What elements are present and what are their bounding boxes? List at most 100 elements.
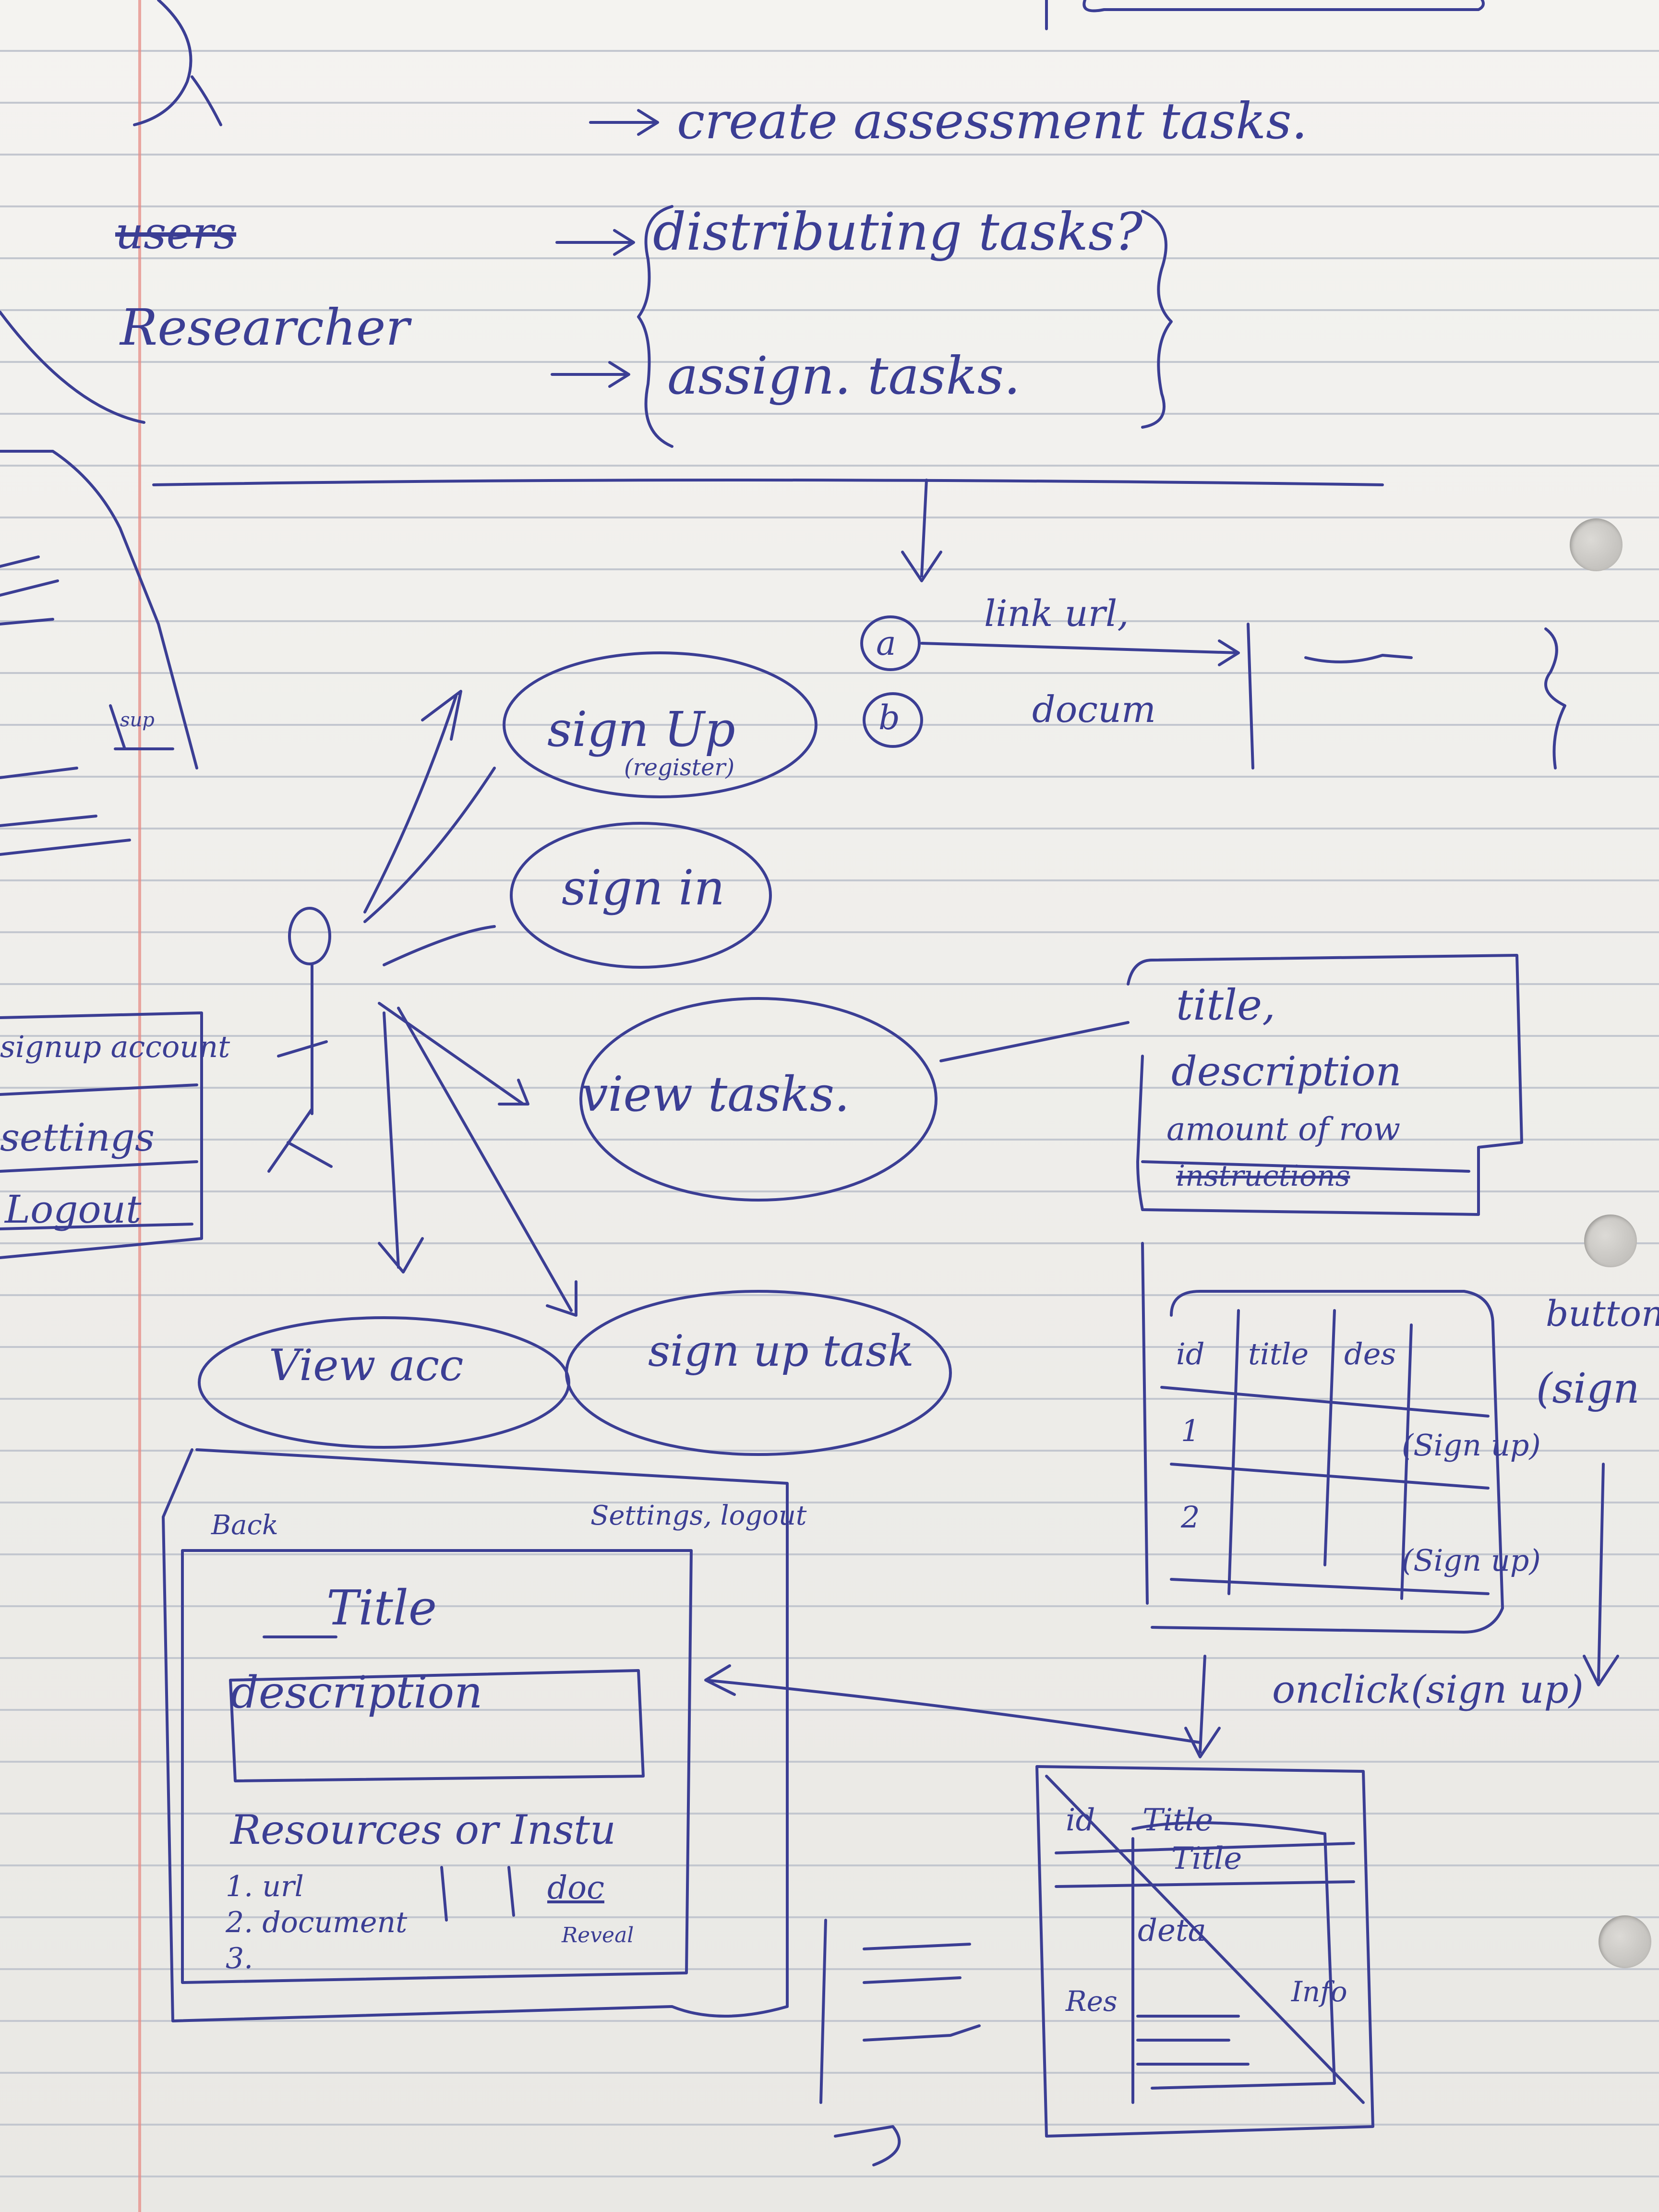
- detail-aside-doc[interactable]: doc: [547, 1869, 604, 1906]
- assoc-signup: [363, 690, 462, 914]
- usecase-signuptask-ellipse: [565, 1290, 952, 1456]
- task-table-cols: [1227, 1309, 1413, 1600]
- detail-resource-three: 3.: [226, 1942, 253, 1975]
- usecase-signup-sub: (register): [624, 754, 735, 781]
- assoc-signuptask: [397, 1007, 577, 1317]
- left-curve: [0, 311, 145, 424]
- option-a-circle: [860, 615, 921, 671]
- usecase-viewacc-label: View acc: [269, 1340, 464, 1391]
- table-side-note2: (sign: [1536, 1365, 1640, 1413]
- users-struck-label: users: [115, 207, 237, 259]
- task-distribute-label: distributing tasks?: [653, 202, 1143, 262]
- usecase-signup-label: sign Up: [547, 701, 735, 757]
- table-left-line: [1141, 1242, 1149, 1605]
- mini-page-lines: [1055, 1842, 1355, 1888]
- actor-head: [288, 907, 331, 965]
- left-brace: [637, 205, 673, 448]
- option-b-circle: [863, 692, 923, 748]
- punch-hole: [1599, 1915, 1651, 1968]
- actor-arms: [277, 1040, 328, 1058]
- mini-page-outer: [1035, 1765, 1374, 2138]
- top-box: [1082, 0, 1485, 12]
- left-screen-lines: [0, 555, 131, 856]
- mini-page-id: id: [1066, 1803, 1095, 1838]
- down-arrow: [901, 479, 942, 582]
- side-stack: [819, 1919, 981, 2104]
- detail-top-right-menu[interactable]: Settings, logout: [590, 1500, 807, 1531]
- detail-back-link[interactable]: Back: [211, 1510, 278, 1541]
- task-card-divider: [1141, 1160, 1470, 1173]
- option-brace: [1544, 627, 1566, 769]
- usecase-viewtasks-ellipse: [579, 997, 938, 1202]
- task-card-title: title,: [1176, 980, 1276, 1030]
- task-card-instructions: instructions: [1176, 1159, 1350, 1193]
- task-card-amount: amount of row: [1166, 1111, 1401, 1148]
- usecase-signup-ellipse: [503, 651, 817, 798]
- option-b-text: docum: [1032, 688, 1156, 731]
- option-a-marker: a: [876, 624, 896, 663]
- mini-page-diagonal: [1045, 1775, 1365, 2104]
- description-box: [229, 1669, 645, 1782]
- red-margin-line: [138, 0, 141, 2212]
- table-header-title: title: [1248, 1336, 1309, 1371]
- mini-page-inner: [1131, 1837, 1250, 2104]
- assoc-viewacc: [378, 1011, 424, 1274]
- assoc-viewtasks: [378, 1002, 529, 1106]
- detail-inner-frame: [181, 1549, 693, 1984]
- left-menu-item-signup: signup account: [0, 1029, 230, 1064]
- task-table-box: [1151, 1290, 1504, 1634]
- table-row-signup-button[interactable]: (Sign up): [1402, 1428, 1541, 1463]
- detail-resources-heading: Resources or Instu: [230, 1806, 616, 1853]
- usecase-signuptask-label: sign up task: [648, 1326, 914, 1376]
- left-screen-edge: [0, 450, 198, 769]
- table-header-des: des: [1344, 1336, 1396, 1371]
- option-a-text: link url,: [984, 592, 1129, 635]
- detail-description: description: [230, 1667, 483, 1718]
- assoc-signin: [383, 925, 496, 966]
- detail-aside-reveal[interactable]: Reveal: [562, 1923, 634, 1948]
- punch-hole: [1570, 518, 1623, 571]
- detail-resource-url: 1. url: [226, 1870, 304, 1903]
- task-table-rows: [1160, 1386, 1490, 1595]
- arrow-distribute: [555, 229, 635, 256]
- resource-marks: [440, 1866, 515, 1922]
- onclick-note: onclick(sign up): [1272, 1667, 1584, 1712]
- assoc-signup2: [363, 767, 496, 923]
- detail-resource-document: 2. document: [226, 1906, 408, 1939]
- task-card-box: [1127, 954, 1523, 1216]
- usecase-signin-label: sign in: [562, 860, 725, 916]
- table-header-id: id: [1176, 1336, 1205, 1371]
- left-menu-item-settings: settings: [0, 1115, 155, 1160]
- detail-title: Title: [326, 1580, 437, 1636]
- left-screen-note: sup: [120, 709, 155, 731]
- left-menu-item-logout: Logout: [5, 1187, 142, 1232]
- table-side-note: button: [1546, 1293, 1659, 1334]
- table-row-id: 2: [1181, 1500, 1200, 1535]
- option-b-marker: b: [878, 698, 900, 737]
- usecase-signin-ellipse: [510, 822, 772, 969]
- mini-page-left-label: Res: [1066, 1985, 1118, 2018]
- top-figure-stroke: [133, 0, 192, 126]
- task-create-label: create assessment tasks.: [677, 92, 1308, 150]
- arrow-link: [920, 639, 1240, 666]
- onclick-to-detail-arrow: [704, 1664, 1202, 1744]
- left-menu-box: [0, 1011, 203, 1259]
- top-figure-stroke: [191, 75, 222, 126]
- mini-page-inner-box: [1131, 1821, 1336, 2090]
- punch-hole: [1584, 1214, 1637, 1267]
- table-row-id: 1: [1181, 1413, 1200, 1448]
- arrow-create: [589, 109, 659, 136]
- left-screen-box: [109, 704, 174, 750]
- left-menu-dividers: [0, 1083, 198, 1230]
- table-row-signup-button[interactable]: (Sign up): [1402, 1543, 1541, 1578]
- option-divider: [1247, 623, 1254, 769]
- onclick-down-arrow: [1184, 1655, 1221, 1758]
- option-squiggle: [1304, 654, 1413, 663]
- connector-taskcard: [939, 1021, 1130, 1062]
- actor-legs: [267, 1107, 333, 1173]
- usecase-viewtasks-label: view tasks.: [581, 1066, 850, 1122]
- mini-page-title: Title: [1142, 1803, 1214, 1838]
- mini-page-title-inner: Title: [1171, 1841, 1242, 1876]
